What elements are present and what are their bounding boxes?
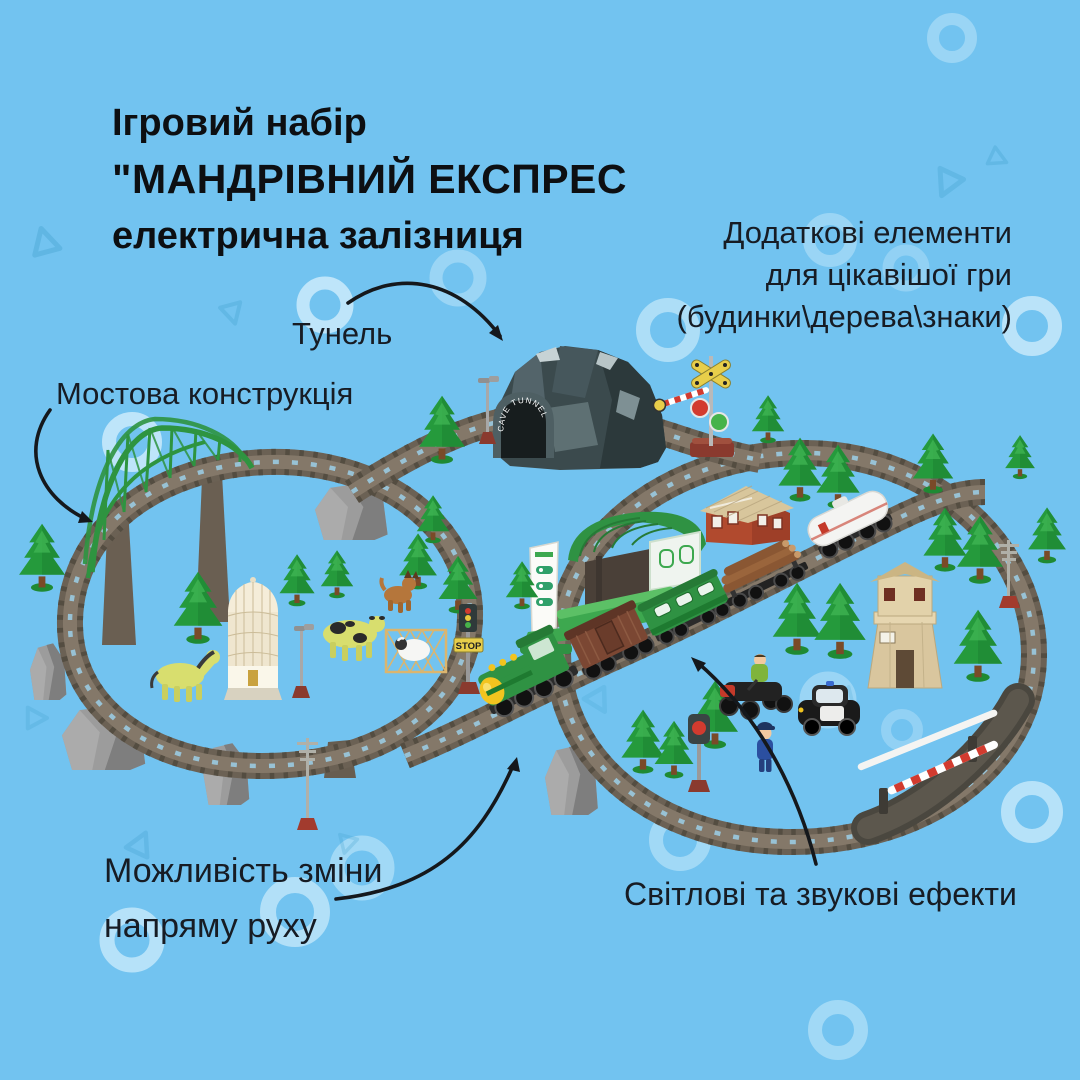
title-line-3: електрична залізниця (112, 215, 524, 257)
street-lamp (478, 376, 499, 444)
ring-icon (808, 1000, 868, 1060)
pine-tree-icon (1005, 435, 1035, 480)
extras-line-1: Додаткові елементи (723, 215, 1012, 250)
dog-figure (379, 570, 419, 613)
railroad-crossing-sign (652, 356, 734, 457)
ring-icon (803, 213, 857, 267)
callout-extra-elements: Додаткові елементи для цікавішої гри (бу… (677, 212, 1012, 338)
ring-icon (636, 298, 700, 362)
pine-tree-icon (320, 550, 354, 599)
horse-figure (150, 650, 220, 702)
street-lamp-2 (292, 624, 314, 698)
ring-icon (260, 877, 330, 947)
telegraph-pole (297, 738, 318, 830)
stop-sign-text: STOP (456, 641, 482, 652)
callout-arrows (34, 281, 818, 901)
locomotive (478, 624, 579, 718)
tunnel-arrow (346, 281, 502, 338)
pine-tree-icon (953, 609, 1003, 682)
effects-arrow (695, 660, 818, 866)
pine-tree-icon (654, 720, 694, 779)
bridge-arrow (34, 408, 90, 522)
callout-bridge: Мостова конструкція (56, 376, 354, 411)
callout-light-sound-effects: Світлові та звукові ефекти (624, 876, 1017, 912)
ring-icon (1002, 296, 1062, 356)
watchtower (867, 562, 943, 689)
level-crossing (851, 683, 1035, 845)
ring-icon (927, 13, 977, 63)
boxcar (563, 600, 655, 680)
ring-icon (1001, 781, 1063, 843)
ring-icon (429, 249, 487, 307)
title-line-2: "МАНДРІВНИЙ ЕКСПРЕС (112, 156, 628, 202)
ring-icon (296, 276, 354, 334)
telegraph-pole-2 (999, 540, 1020, 608)
sheep-pen (384, 628, 448, 674)
pine-tree-icon (814, 582, 866, 659)
direction-line-1: Можливість зміни (104, 852, 383, 890)
water-tower (224, 577, 282, 700)
ring-icon (882, 244, 930, 292)
triangle-icon (930, 168, 964, 201)
callout-tunnel: Тунель (292, 316, 393, 351)
page-title: Ігровий набір "МАНДРІВНИЙ ЕКСПРЕС електр… (112, 96, 627, 264)
station-canopy (568, 511, 706, 562)
quad-bike (719, 654, 793, 720)
tanker-car (807, 490, 893, 559)
direction-arrow (334, 766, 514, 901)
brick-house (700, 485, 794, 545)
pine-tree-icon (279, 554, 315, 607)
triangle-icon (985, 145, 1013, 173)
ring-icon (881, 709, 923, 751)
extras-line-3: (будинки\дерева\знаки) (676, 299, 1012, 334)
tunnel: CAVE TUNNEL (493, 346, 666, 470)
callout-direction-change: Можливість зміни напряму руху (104, 844, 382, 954)
direction-line-2: напряму руху (104, 907, 317, 945)
title-line-1: Ігровий набір (112, 102, 367, 144)
pine-tree-icon (772, 582, 822, 655)
signal-lamp (688, 714, 710, 792)
log-wagon (721, 540, 809, 609)
traffic-light-stop: STOP (453, 604, 484, 694)
pine-tree-icon (1028, 507, 1066, 564)
bridge (82, 416, 255, 579)
police-car (798, 681, 860, 736)
triangle-icon (28, 708, 47, 729)
pine-tree-icon (751, 395, 785, 444)
ring-icon (99, 907, 165, 973)
triangle-icon (29, 225, 60, 255)
triangle-icon (220, 302, 245, 326)
pine-tree-icon (19, 523, 65, 592)
ring-icon (329, 835, 395, 901)
passenger-coach (637, 569, 731, 645)
cow-figure (323, 616, 385, 661)
triangle-icon (584, 687, 615, 717)
extras-line-2: для цікавішої гри (765, 257, 1012, 292)
tunnel-opening (501, 400, 546, 458)
